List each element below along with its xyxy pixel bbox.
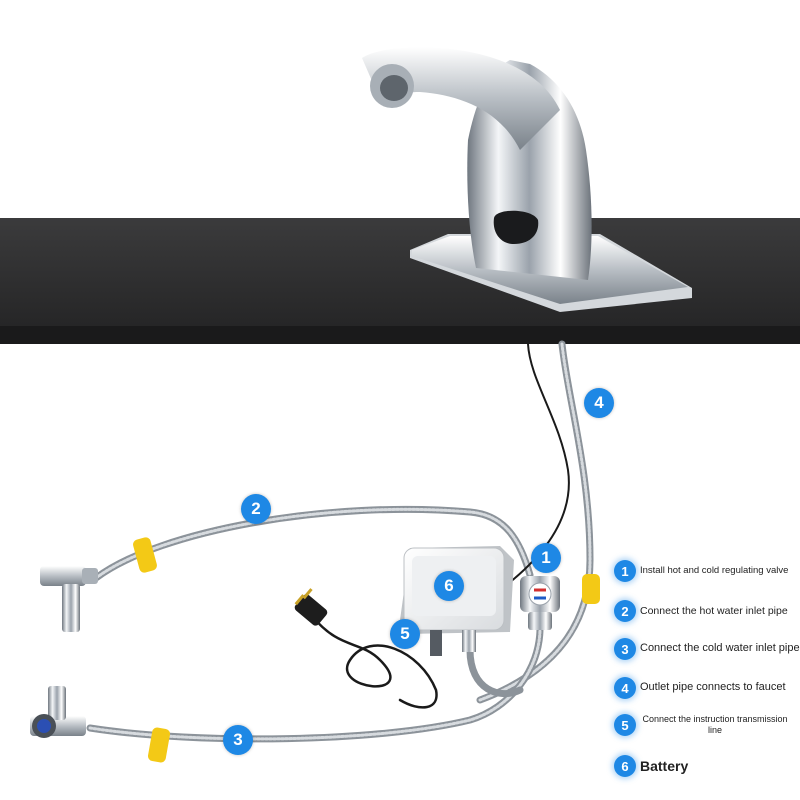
faucet (362, 47, 692, 312)
legend-text: Connect the cold water inlet pipe (640, 642, 800, 655)
callout-badge-1: 1 (531, 543, 561, 573)
callout-badge-4: 4 (584, 388, 614, 418)
angle-valve-hot (40, 566, 98, 632)
legend-item-4: 4 Outlet pipe connects to faucet (614, 677, 800, 699)
legend-number: 4 (614, 677, 636, 699)
legend-number: 1 (614, 560, 636, 582)
legend-text: Install hot and cold regulating valve (640, 565, 789, 577)
clamps (133, 537, 600, 763)
callout-badge-5: 5 (390, 619, 420, 649)
regulating-valve (520, 576, 560, 630)
callout-badge-2: 2 (241, 494, 271, 524)
legend-item-6: 6 Battery (614, 755, 800, 777)
hoses (86, 340, 594, 743)
legend-text: Outlet pipe connects to faucet (640, 681, 786, 694)
angle-valve-cold (30, 686, 86, 738)
legend-number: 6 (614, 755, 636, 777)
callout-badge-3: 3 (223, 725, 253, 755)
legend-item-5: 5 Connect the instruction transmission l… (614, 714, 800, 736)
callout-badge-6: 6 (434, 571, 464, 601)
legend-number: 2 (614, 600, 636, 622)
countertop (0, 218, 800, 344)
legend-text: Connect the hot water inlet pipe (640, 604, 788, 617)
legend-number: 5 (614, 714, 636, 736)
legend-number: 3 (614, 638, 636, 660)
legend-item-2: 2 Connect the hot water inlet pipe (614, 600, 800, 622)
legend-item-1: 1 Install hot and cold regulating valve (614, 560, 800, 582)
legend-text: Connect the instruction transmission lin… (642, 714, 788, 735)
legend-item-3: 3 Connect the cold water inlet pipe (614, 638, 800, 660)
legend-text: Battery (640, 757, 689, 774)
power-plug (294, 588, 328, 626)
